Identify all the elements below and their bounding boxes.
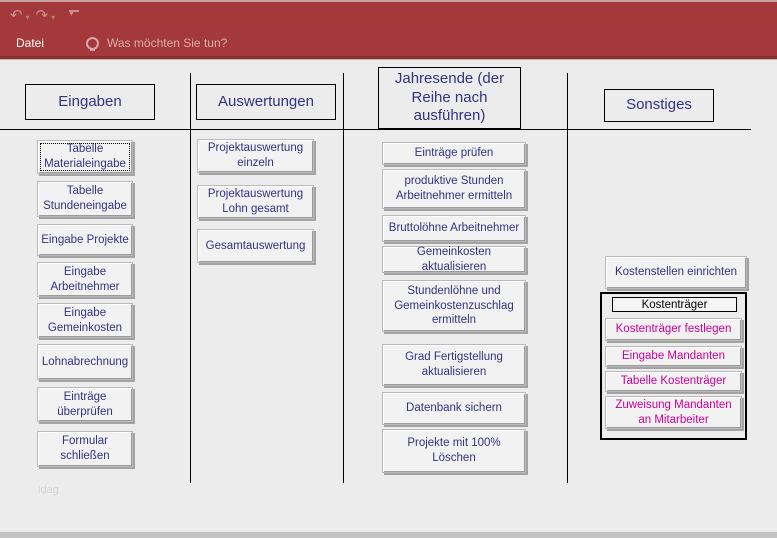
titlebar: ↶ ▾ ↷ ▾ bbox=[0, 0, 777, 30]
kostentraeger-group-label: Kostenträger bbox=[612, 297, 737, 312]
button-projektauswertung-lohn-gesamt[interactable]: Projektauswertung Lohn gesamt bbox=[197, 185, 314, 219]
watermark-text: ldag bbox=[38, 484, 59, 496]
button-eintraege-pruefen[interactable]: Einträge prüfen bbox=[382, 142, 526, 165]
tell-me-box[interactable]: Was möchten Sie tun? bbox=[86, 36, 228, 51]
button-eingabe-projekte[interactable]: Eingabe Projekte bbox=[37, 224, 133, 256]
button-grad-fertigstellung-aktualisieren[interactable]: Grad Fertigstellung aktualisieren bbox=[382, 344, 526, 386]
column-divider-2 bbox=[343, 73, 344, 483]
button-eingabe-gemeinkosten[interactable]: Eingabe Gemeinkosten bbox=[37, 303, 133, 338]
customize-quick-access-toolbar-icon[interactable] bbox=[69, 8, 80, 20]
button-formular-schliessen[interactable]: Formular schließen bbox=[37, 431, 133, 467]
button-projektauswertung-einzeln[interactable]: Projektauswertung einzeln bbox=[197, 139, 314, 173]
quick-access-toolbar: ↶ ▾ ↷ ▾ bbox=[0, 6, 80, 24]
tell-me-label: Was möchten Sie tun? bbox=[107, 36, 228, 50]
redo-icon[interactable]: ↷ bbox=[35, 6, 49, 24]
button-eintraege-ueberpruefen[interactable]: Einträge überprüfen bbox=[37, 387, 133, 422]
button-stundenloehne-gemeinkostenzuschlag[interactable]: Stundenlöhne und Gemeinkostenzuschlag er… bbox=[382, 280, 526, 332]
column-divider-3 bbox=[567, 73, 568, 483]
form-content: Eingaben Auswertungen Jahresende (der Re… bbox=[0, 60, 777, 531]
kostentraeger-groupbox bbox=[600, 292, 747, 440]
button-eingabe-mandanten[interactable]: Eingabe Mandanten bbox=[605, 346, 742, 367]
button-projekte-100-loeschen[interactable]: Projekte mit 100% Löschen bbox=[382, 429, 526, 473]
button-eingabe-arbeitnehmer[interactable]: Eingabe Arbeitnehmer bbox=[37, 262, 133, 297]
button-lohnabrechnung[interactable]: Lohnabrechnung bbox=[37, 344, 133, 380]
button-produktive-stunden-ermitteln[interactable]: produktive Stunden Arbeitnehmer ermittel… bbox=[382, 169, 526, 209]
redo-dropdown-icon[interactable]: ▾ bbox=[51, 12, 56, 22]
undo-dropdown-icon[interactable]: ▾ bbox=[25, 12, 30, 22]
lightbulb-icon bbox=[86, 36, 100, 51]
button-tabelle-kostentraeger[interactable]: Tabelle Kostenträger bbox=[605, 371, 742, 392]
undo-icon[interactable]: ↶ bbox=[10, 6, 23, 24]
button-kostenstellen-einrichten[interactable]: Kostenstellen einrichten bbox=[605, 256, 747, 289]
header-divider-line bbox=[0, 129, 751, 130]
ribbon-bottom-edge bbox=[0, 56, 777, 60]
button-gesamtauswertung[interactable]: Gesamtauswertung bbox=[197, 229, 314, 263]
button-tabelle-stundeneingabe[interactable]: Tabelle Stundeneingabe bbox=[37, 181, 133, 217]
ribbon-tab-row: Datei Was möchten Sie tun? bbox=[0, 30, 777, 56]
status-bar bbox=[0, 531, 777, 538]
header-sonstiges: Sonstiges bbox=[604, 89, 714, 122]
file-tab[interactable]: Datei bbox=[16, 36, 45, 50]
header-auswertungen: Auswertungen bbox=[196, 84, 336, 120]
button-gemeinkosten-aktualisieren[interactable]: Gemeinkosten aktualisieren bbox=[382, 246, 526, 273]
header-eingaben: Eingaben bbox=[25, 84, 155, 120]
button-bruttoloehne-arbeitnehmer[interactable]: Bruttolöhne Arbeitnehmer bbox=[382, 215, 526, 242]
button-tabelle-materialeingabe[interactable]: Tabelle Materialeingabe bbox=[37, 140, 133, 174]
button-datenbank-sichern[interactable]: Datenbank sichern bbox=[382, 392, 526, 425]
header-jahresende: Jahresende (der Reihe nach ausführen) bbox=[378, 67, 521, 129]
column-divider-1 bbox=[190, 73, 191, 483]
button-kostentraeger-festlegen[interactable]: Kostenträger festlegen bbox=[605, 318, 742, 341]
button-zuweisung-mandanten-mitarbeiter[interactable]: Zuweisung Mandanten an Mitarbeiter bbox=[605, 396, 742, 429]
